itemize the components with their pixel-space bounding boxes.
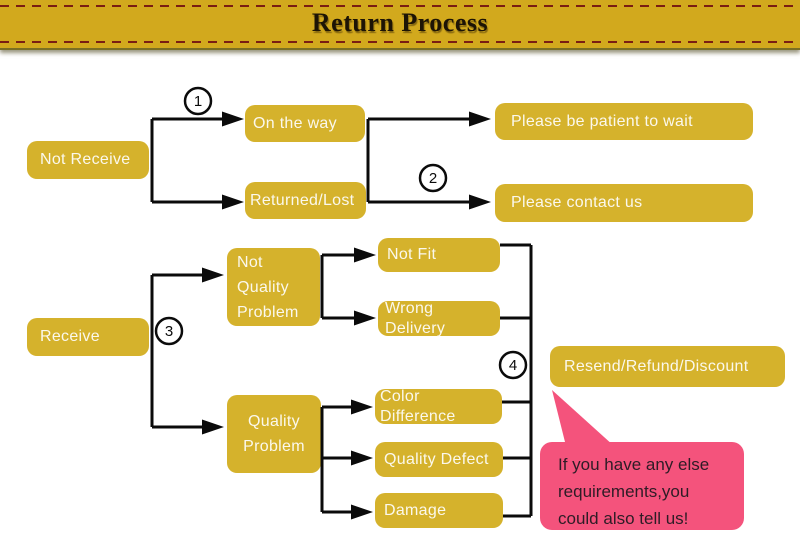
arrowhead-color-difference bbox=[351, 399, 373, 415]
note-line: could also tell us! bbox=[558, 509, 689, 528]
svg-text:4: 4 bbox=[509, 357, 517, 374]
dashed-border-top bbox=[0, 5, 800, 7]
node-returned-lost: Returned/Lost bbox=[245, 182, 366, 219]
svg-text:1: 1 bbox=[194, 93, 202, 110]
note-line: If you have any else bbox=[558, 455, 710, 474]
arrowhead-contact-us bbox=[469, 194, 491, 210]
node-not-fit: Not Fit bbox=[378, 238, 500, 272]
dashed-border-bottom bbox=[0, 41, 800, 43]
bracket-quality bbox=[320, 399, 373, 520]
step-circle-3: 3 bbox=[154, 316, 184, 346]
note-line: requirements,you bbox=[558, 482, 690, 501]
bracket-top-right bbox=[366, 111, 491, 210]
node-wrong-delivery: Wrong Delivery bbox=[378, 300, 500, 337]
fork-receive bbox=[150, 267, 224, 435]
page-title: Return Process bbox=[311, 8, 489, 37]
arrowhead-on-the-way bbox=[222, 111, 244, 127]
node-quality-defect: Quality Defect bbox=[375, 442, 503, 477]
node-damage: Damage bbox=[375, 493, 503, 528]
node-not-receive: Not Receive bbox=[27, 141, 149, 179]
node-resend-refund-discount: Resend/Refund/Discount bbox=[550, 346, 785, 387]
arrowhead-wrong-delivery bbox=[354, 310, 376, 326]
bracket-not-quality bbox=[320, 247, 376, 326]
node-on-the-way: On the way bbox=[245, 105, 365, 142]
step-circle-2: 2 bbox=[418, 163, 448, 193]
svg-text:2: 2 bbox=[429, 170, 437, 187]
node-quality-problem: Quality Problem bbox=[227, 395, 321, 473]
step-circle-4: 4 bbox=[498, 350, 528, 380]
arrowhead-returned-lost bbox=[222, 194, 244, 210]
node-please-be-patient: Please be patient to wait bbox=[495, 103, 753, 140]
step-circle-1: 1 bbox=[183, 86, 213, 116]
arrowhead-damage bbox=[351, 504, 373, 520]
node-color-difference: Color Difference bbox=[375, 388, 502, 425]
collector-rail bbox=[500, 243, 533, 518]
node-receive: Receive bbox=[27, 318, 149, 356]
header-banner: Return Process bbox=[0, 0, 800, 50]
fork-not-receive bbox=[150, 111, 244, 210]
node-please-contact-us: Please contact us bbox=[495, 184, 753, 222]
note-bubble-tail bbox=[552, 390, 614, 446]
arrowhead-not-fit bbox=[354, 247, 376, 263]
arrowhead-not-quality-problem bbox=[202, 267, 224, 283]
arrowhead-patient-wait bbox=[469, 111, 491, 127]
node-not-quality-problem: Not Quality Problem bbox=[227, 248, 320, 326]
note-bubble: If you have any else requirements,you co… bbox=[540, 442, 744, 530]
arrowhead-quality-defect bbox=[351, 450, 373, 466]
svg-text:3: 3 bbox=[165, 323, 173, 340]
arrowhead-quality-problem bbox=[202, 419, 224, 435]
